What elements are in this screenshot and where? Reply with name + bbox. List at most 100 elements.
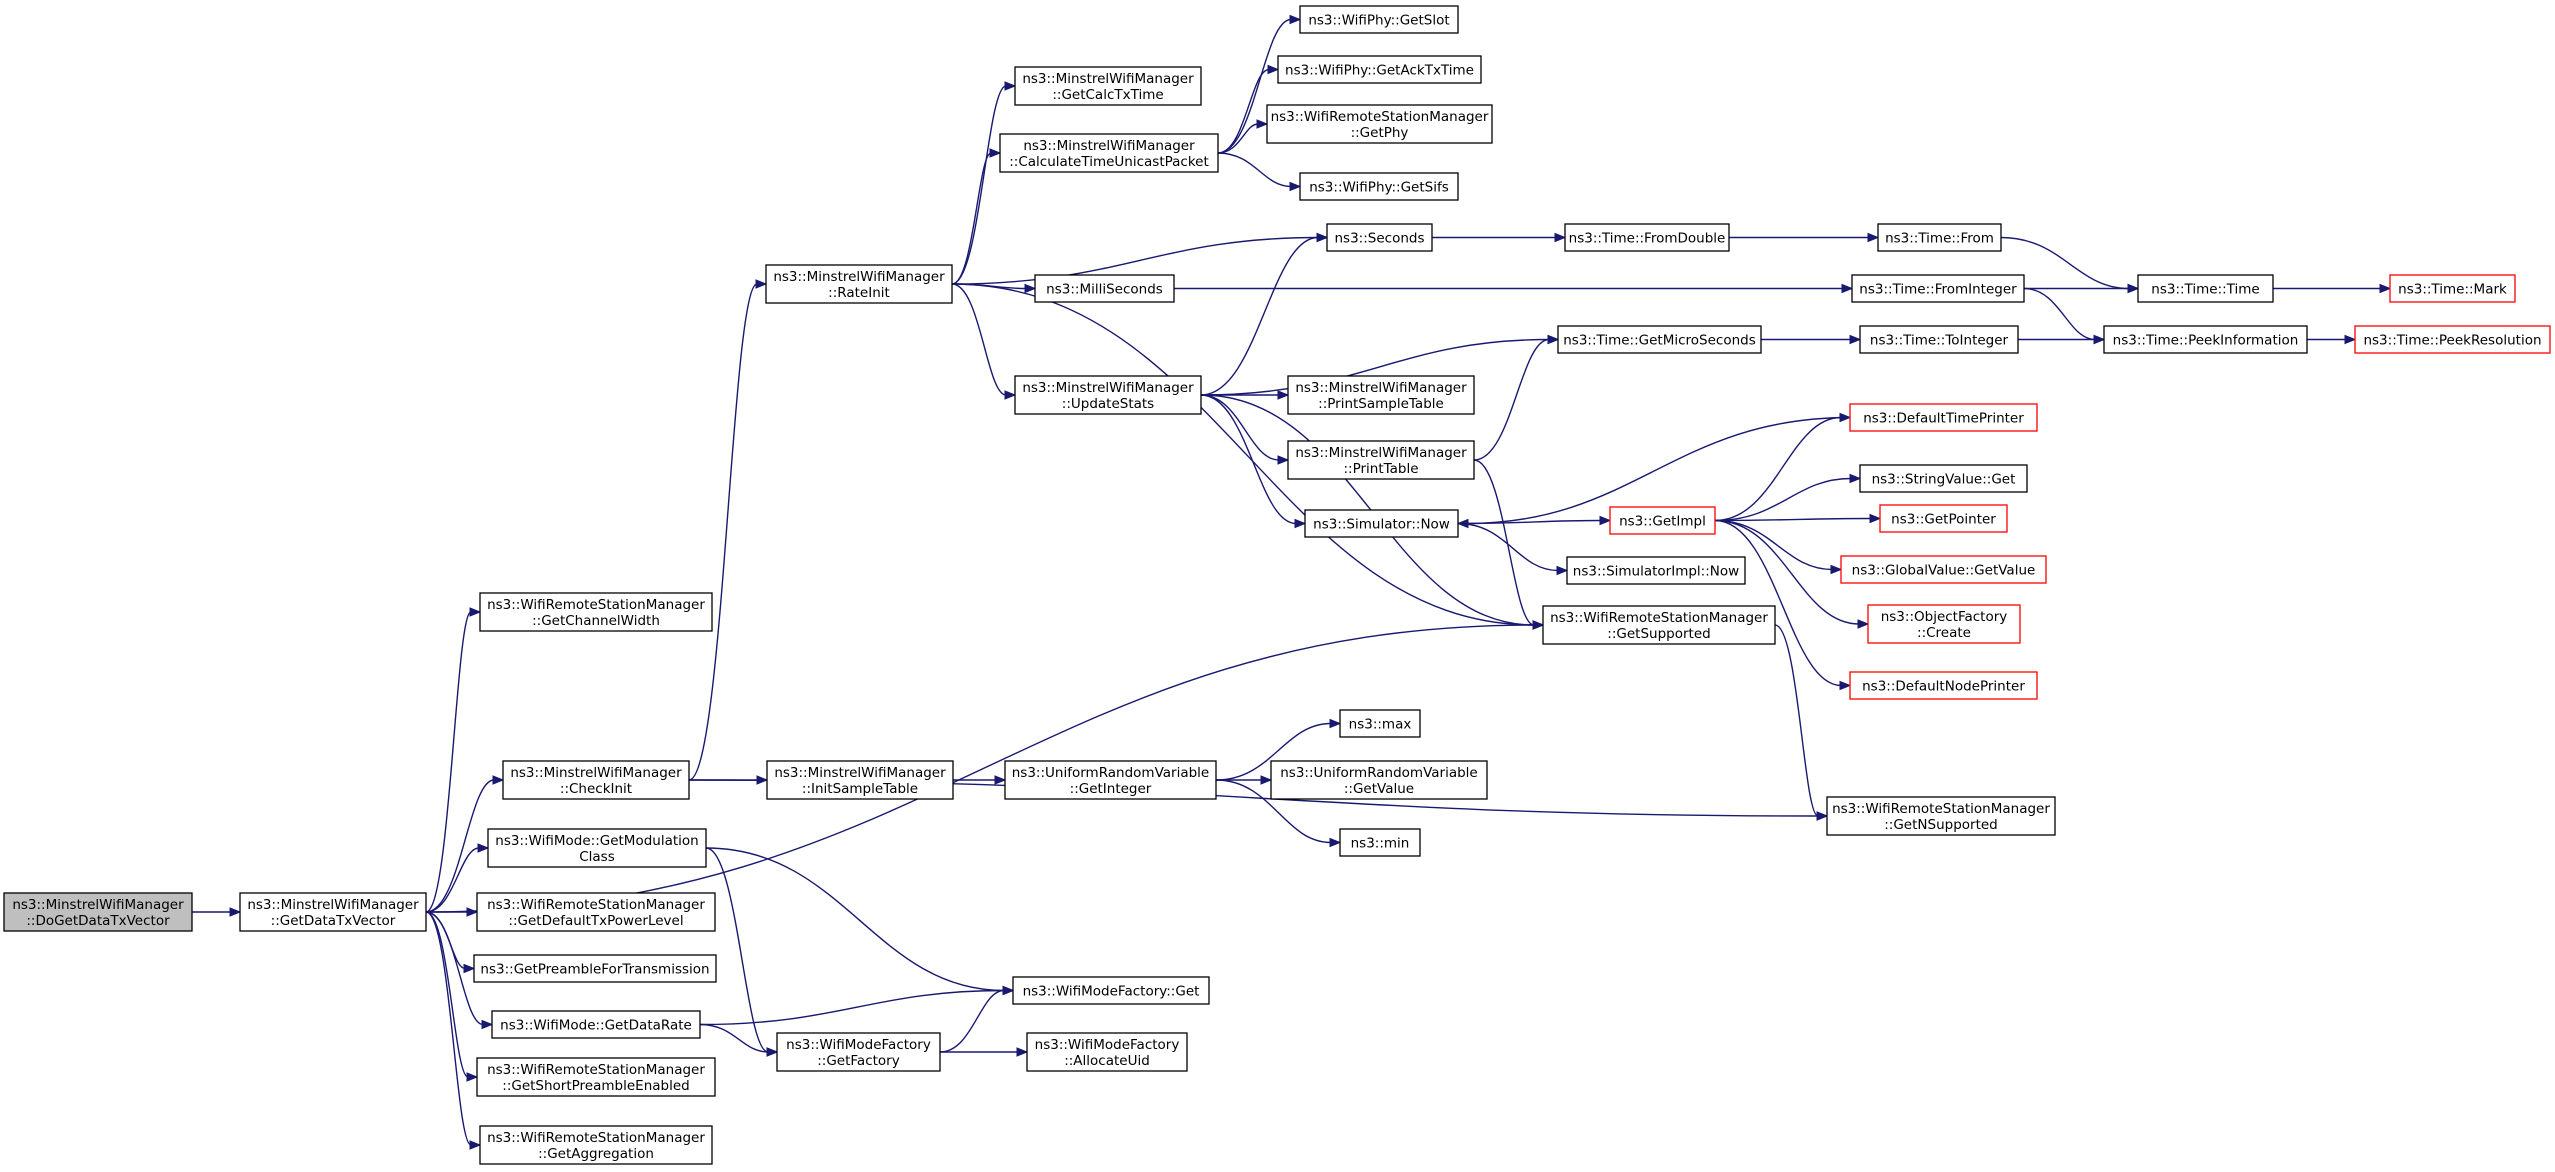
node-label: ns3::GetPreambleForTransmission <box>480 962 709 978</box>
node-label: ::PrintTable <box>1343 461 1418 477</box>
function-node[interactable]: ns3::MinstrelWifiManager::DoGetDataTxVec… <box>3 892 193 932</box>
function-node[interactable]: ns3::WifiPhy::GetSifs <box>1299 172 1459 201</box>
node-label: ns3::WifiPhy::GetSlot <box>1308 13 1449 29</box>
node-label: ::GetNSupported <box>1884 817 1998 833</box>
node-label: ns3::DefaultNodePrinter <box>1862 679 2025 695</box>
function-node[interactable]: ns3::MinstrelWifiManager::CheckInit <box>502 760 690 800</box>
function-node[interactable]: ns3::MinstrelWifiManager::RateInit <box>765 264 953 304</box>
function-node[interactable]: ns3::Time::Mark <box>2389 274 2516 303</box>
node-label: ::Create <box>1917 625 1971 641</box>
function-node[interactable]: ns3::WifiModeFactory::GetFactory <box>776 1032 941 1072</box>
call-edge <box>1200 232 1329 396</box>
edge-arrowhead <box>1289 14 1302 25</box>
node-box <box>473 954 717 983</box>
node-label: ns3::UniformRandomVariable <box>1280 765 1478 781</box>
node-label: ns3::WifiPhy::GetSifs <box>1309 180 1449 196</box>
function-node[interactable]: ns3::WifiRemoteStationManager::GetDefaul… <box>476 892 716 932</box>
function-node[interactable]: ns3::WifiPhy::GetSlot <box>1299 5 1459 34</box>
node-label: ns3::WifiModeFactory::Get <box>1023 984 1200 1000</box>
node-label: ::GetShortPreambleEnabled <box>502 1078 689 1094</box>
node-box <box>2354 325 2551 354</box>
function-node[interactable]: ns3::MinstrelWifiManager::UpdateStats <box>1014 375 1202 415</box>
node-box <box>502 760 690 800</box>
function-node[interactable]: ns3::WifiRemoteStationManager::GetSuppor… <box>1542 605 1776 645</box>
function-node[interactable]: ns3::UniformRandomVariable::GetValue <box>1270 760 1488 800</box>
node-label: ns3::Simulator::Now <box>1313 517 1450 533</box>
function-node[interactable]: ns3::MinstrelWifiManager::GetCalcTxTime <box>1014 66 1202 106</box>
call-edge <box>425 775 505 913</box>
function-node[interactable]: ns3::ObjectFactory::Create <box>1867 604 2021 644</box>
function-node[interactable]: ns3::WifiRemoteStationManager::GetPhy <box>1266 104 1493 144</box>
call-edge <box>953 775 1007 785</box>
edge-line <box>1217 152 1292 188</box>
call-edge <box>940 1047 1029 1057</box>
edge-line <box>699 989 1005 1026</box>
function-node[interactable]: ns3::MinstrelWifiManager::PrintTable <box>1287 440 1475 480</box>
function-node[interactable]: ns3::WifiRemoteStationManager::GetShortP… <box>476 1057 716 1097</box>
edge-arrowhead <box>469 1140 482 1150</box>
function-node[interactable]: ns3::Simulator::Now <box>1304 509 1459 538</box>
edge-arrowhead <box>1277 390 1290 400</box>
function-node[interactable]: ns3::DefaultNodePrinter <box>1849 671 2038 700</box>
function-node[interactable]: ns3::MilliSeconds <box>1034 274 1175 303</box>
call-edge <box>1473 334 1560 461</box>
edge-arrowhead <box>469 607 482 617</box>
node-box <box>1859 325 2019 354</box>
node-label: ns3::WifiMode::GetModulation <box>495 833 698 849</box>
function-node[interactable]: ns3::Time::Time <box>2137 274 2274 303</box>
function-node[interactable]: ns3::StringValue::Get <box>1859 464 2028 493</box>
function-node[interactable]: ns3::GetPreambleForTransmission <box>473 954 717 983</box>
function-node[interactable]: ns3::MinstrelWifiManager::GetDataTxVecto… <box>239 892 427 932</box>
edge-line <box>425 911 484 1026</box>
function-node[interactable]: ns3::Time::FromInteger <box>1851 274 2025 303</box>
edge-arrowhead <box>1599 515 1612 526</box>
edge-arrowhead <box>2344 334 2357 345</box>
node-box <box>1299 5 1459 34</box>
edge-line <box>2023 287 2096 341</box>
function-node[interactable]: ns3::GlobalValue::GetValue <box>1840 555 2047 584</box>
call-edge <box>425 911 482 1150</box>
node-label: ns3::SimulatorImpl::Now <box>1573 564 1739 580</box>
function-node[interactable]: ns3::Time::PeekInformation <box>2103 325 2308 354</box>
function-node[interactable]: ns3::WifiRemoteStationManager::GetAggreg… <box>479 1125 713 1165</box>
function-node[interactable]: ns3::WifiModeFactory::Get <box>1012 976 1210 1005</box>
function-node[interactable]: ns3::MinstrelWifiManager::InitSampleTabl… <box>766 760 954 800</box>
function-node[interactable]: ns3::Time::ToInteger <box>1859 325 2019 354</box>
node-box <box>476 1057 716 1097</box>
function-node[interactable]: ns3::Time::From <box>1877 223 2002 252</box>
function-node[interactable]: ns3::DefaultTimePrinter <box>1849 403 2038 432</box>
node-box <box>1004 760 1217 800</box>
function-node[interactable]: ns3::UniformRandomVariable::GetInteger <box>1004 760 1217 800</box>
function-node[interactable]: ns3::WifiRemoteStationManager::GetChanne… <box>479 592 713 632</box>
node-label: ::GetChannelWidth <box>532 613 660 629</box>
function-node[interactable]: ns3::MinstrelWifiManager::PrintSampleTab… <box>1287 375 1475 415</box>
function-node[interactable]: ns3::GetPointer <box>1879 504 2008 533</box>
function-node[interactable]: ns3::WifiRemoteStationManager::GetNSuppo… <box>1826 796 2056 836</box>
function-node[interactable]: ns3::max <box>1339 709 1421 738</box>
function-node[interactable]: ns3::Seconds <box>1326 223 1433 252</box>
edge-line <box>939 989 1005 1053</box>
function-node[interactable]: ns3::WifiModeFactory::AllocateUid <box>1026 1032 1188 1072</box>
function-node[interactable]: ns3::MinstrelWifiManager::CalculateTimeU… <box>999 133 1219 173</box>
function-node[interactable]: ns3::Time::PeekResolution <box>2354 325 2551 354</box>
function-node[interactable]: ns3::min <box>1339 828 1421 857</box>
function-node[interactable]: ns3::Time::FromDouble <box>1564 223 1730 252</box>
edge-line <box>1215 779 1332 844</box>
function-node[interactable]: ns3::Time::GetMicroSeconds <box>1557 325 1762 354</box>
function-node[interactable]: ns3::SimulatorImpl::Now <box>1566 556 1746 585</box>
edge-line <box>951 283 1535 626</box>
function-node[interactable]: ns3::GetImpl <box>1609 506 1716 535</box>
edge-arrowhead <box>1839 680 1852 691</box>
edge-arrowhead <box>1869 513 1882 524</box>
call-edge <box>951 148 1002 285</box>
edge-arrowhead <box>466 907 479 917</box>
function-node[interactable]: ns3::WifiMode::GetDataRate <box>491 1010 701 1039</box>
edge-arrowhead <box>1547 334 1560 345</box>
call-edge <box>1215 779 1342 848</box>
function-node[interactable]: ns3::WifiPhy::GetAckTxTime <box>1277 55 1482 84</box>
node-box <box>1826 796 2056 836</box>
edge-line <box>425 911 469 1078</box>
node-box <box>2389 274 2516 303</box>
